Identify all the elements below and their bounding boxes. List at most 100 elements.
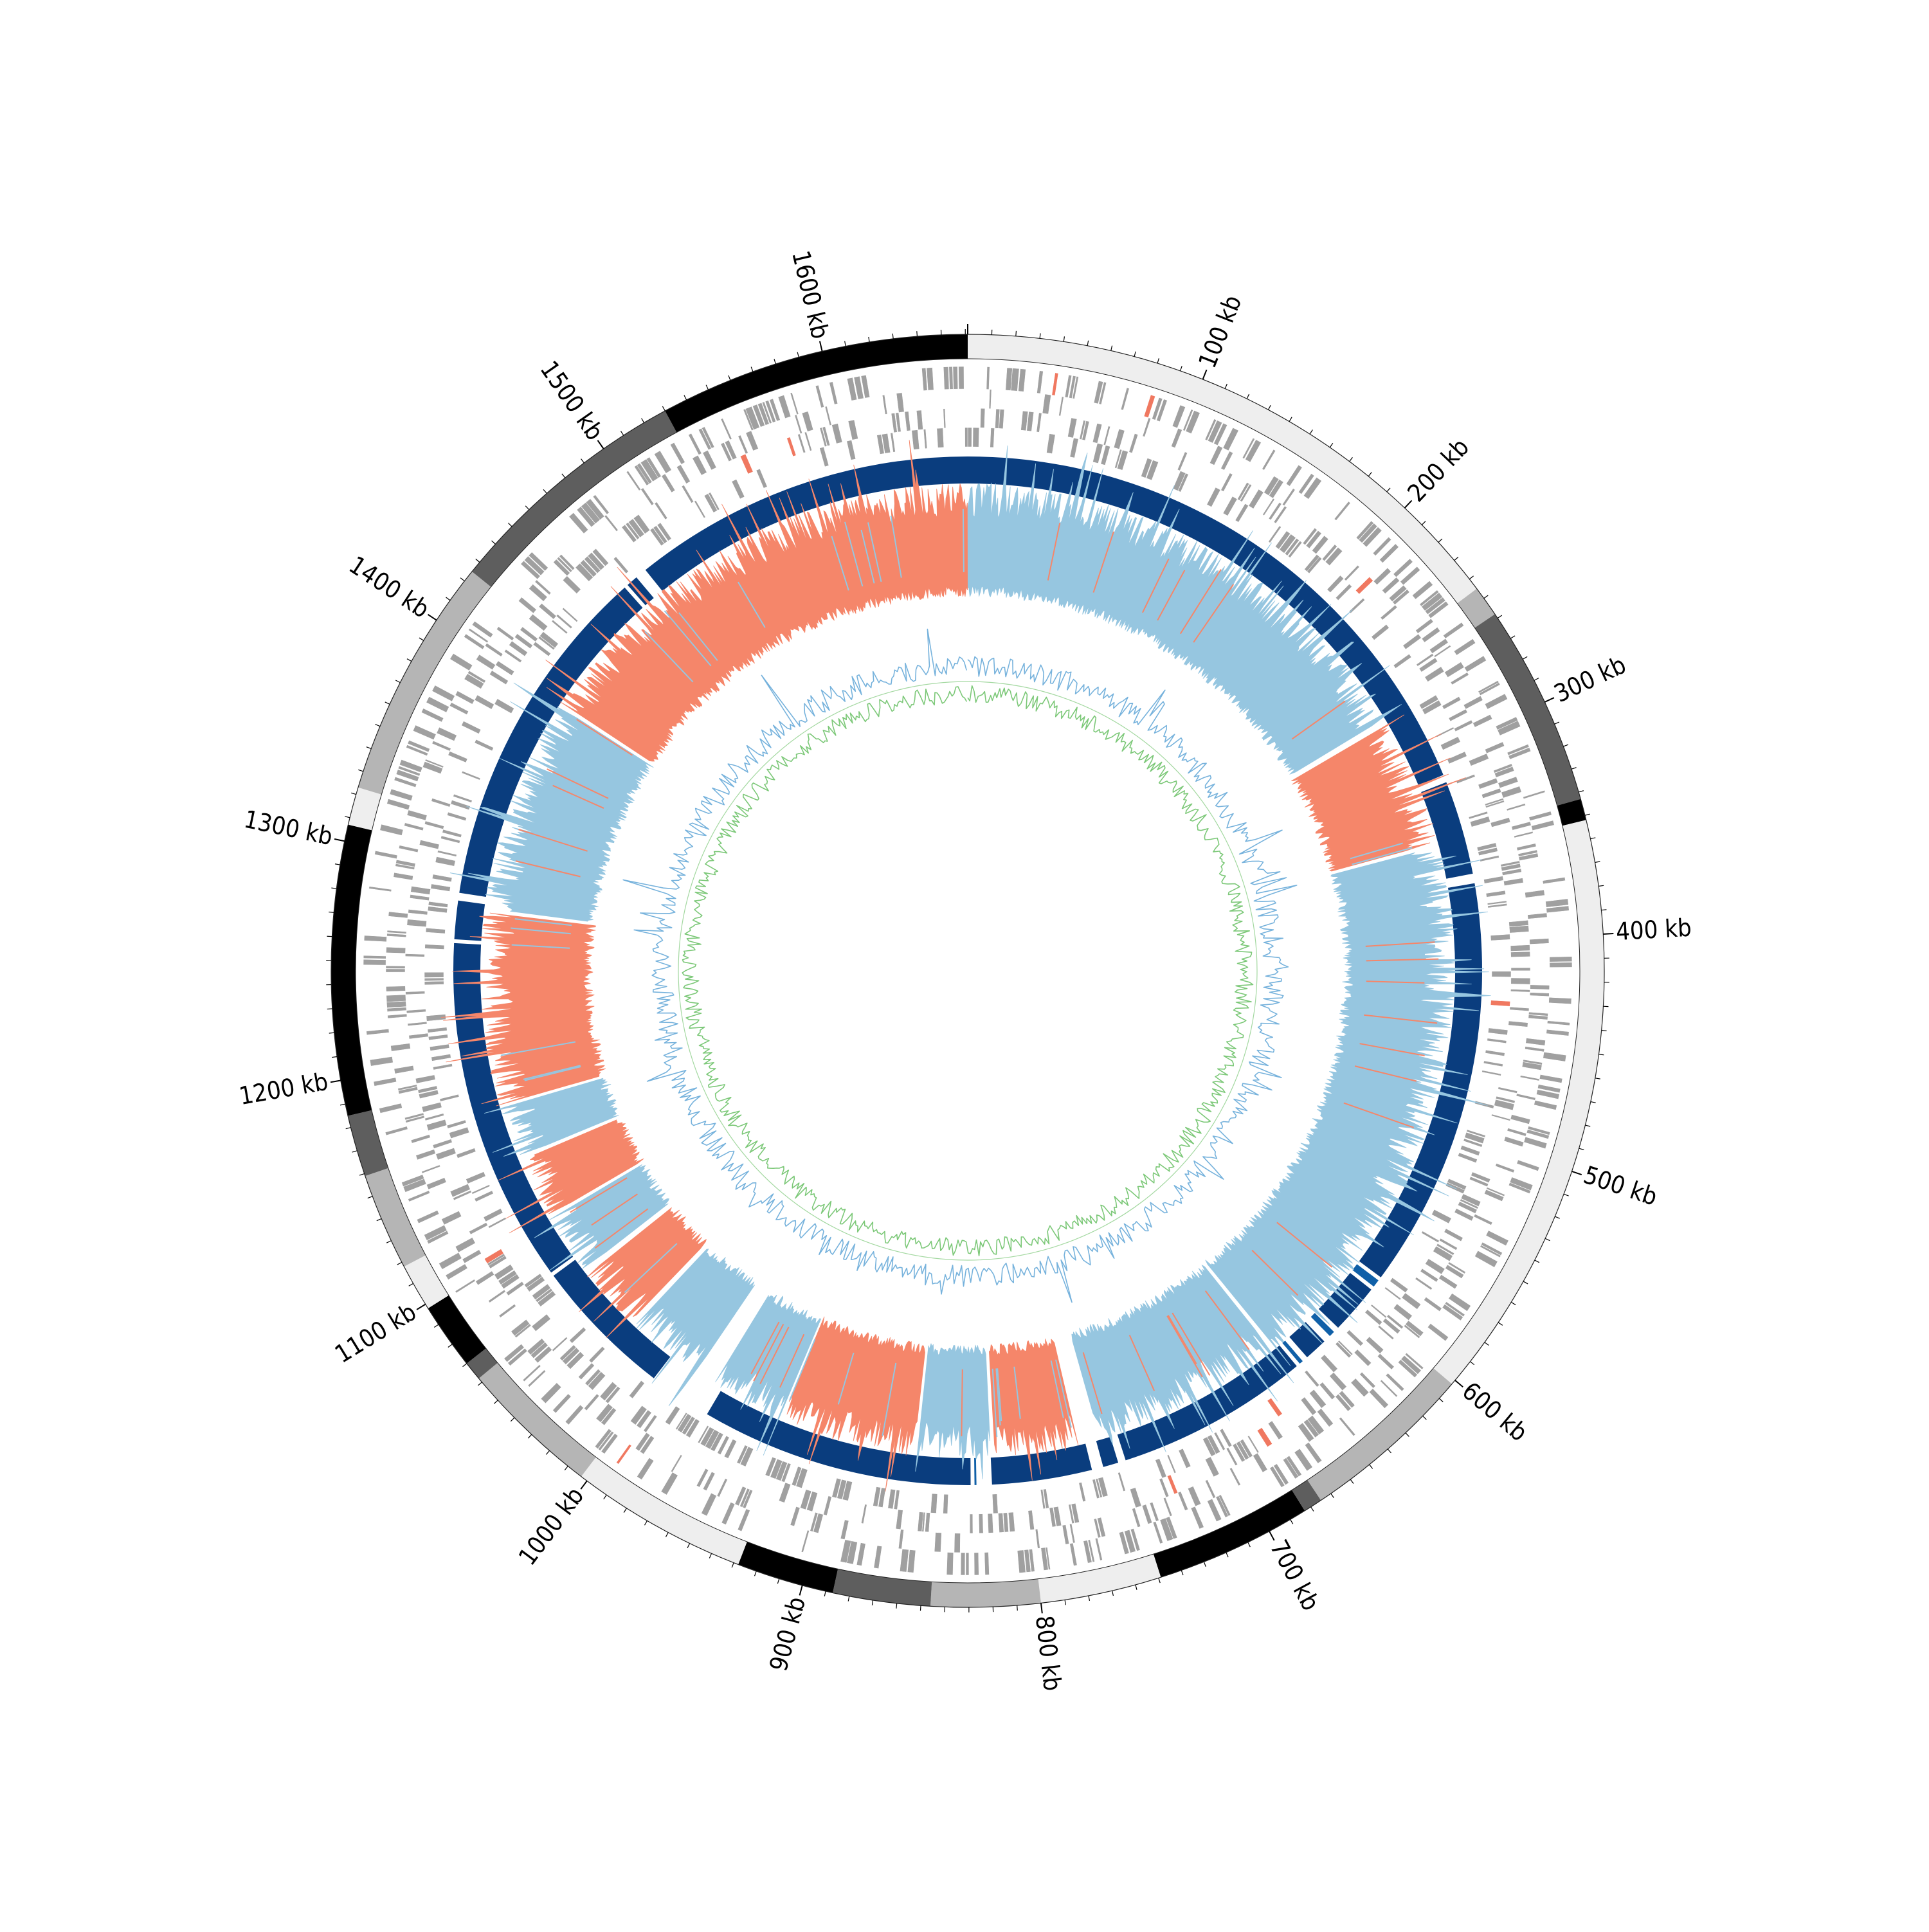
gc-content-below-line: [682, 686, 1253, 1256]
gene-feature: [407, 810, 427, 820]
gene-feature: [999, 409, 1004, 428]
gene-feature: [440, 836, 460, 844]
gene-feature: [626, 471, 640, 491]
gene-feature: [1501, 786, 1521, 798]
contig-segment: [348, 1110, 388, 1176]
minor-tick: [848, 1596, 849, 1602]
minor-tick: [1523, 656, 1527, 659]
gene-feature: [1530, 985, 1550, 989]
gene-feature: [405, 954, 424, 957]
gene-feature: [637, 1458, 654, 1479]
gene-feature: [1503, 878, 1523, 886]
gene-feature: [856, 1543, 865, 1566]
gene-feature: [428, 1034, 448, 1040]
gene-feature: [1449, 709, 1467, 721]
gene-feature: [433, 1139, 452, 1149]
gene-feature: [1235, 503, 1249, 522]
gene-feature: [1469, 754, 1489, 766]
gene-feature: [1207, 487, 1220, 507]
minor-tick: [1225, 384, 1227, 388]
gene-feature: [1178, 1492, 1188, 1511]
minor-tick: [1579, 791, 1584, 792]
synteny-block: [974, 1458, 977, 1485]
gene-feature: [1309, 1389, 1326, 1408]
gene-feature: [1172, 405, 1185, 428]
minor-tick: [1350, 457, 1353, 461]
gene-feature: [386, 1001, 406, 1007]
rna-feature: [1257, 1428, 1272, 1447]
minor-tick: [1111, 346, 1112, 351]
gene-feature: [387, 1007, 406, 1012]
minor-tick: [624, 1508, 626, 1513]
gene-feature: [1439, 1275, 1458, 1289]
gene-feature: [804, 432, 812, 451]
contig-segment: [581, 1457, 747, 1564]
major-tick: [428, 615, 436, 620]
gene-feature: [1142, 1504, 1152, 1524]
minor-tick: [409, 1283, 413, 1286]
gene-feature: [426, 697, 449, 713]
major-tick: [598, 440, 604, 449]
gene-feature: [1482, 1070, 1501, 1076]
minor-tick: [1585, 1125, 1590, 1126]
minor-tick: [434, 1324, 439, 1327]
tick-label: 1100 kb: [330, 1297, 421, 1368]
gene-feature: [1067, 418, 1076, 438]
gene-feature: [433, 1063, 452, 1070]
tick-label: 100 kb: [1193, 291, 1247, 372]
gene-feature: [417, 1211, 439, 1223]
gene-feature: [1484, 876, 1504, 884]
tick-label: 400 kb: [1615, 914, 1692, 946]
gene-feature: [1427, 1324, 1448, 1341]
gene-feature: [1345, 565, 1359, 581]
minor-tick: [346, 1128, 351, 1129]
minor-tick: [359, 1174, 365, 1176]
gene-feature: [1171, 428, 1182, 447]
gene-feature: [425, 1114, 444, 1121]
gene-feature: [946, 1552, 954, 1575]
gene-feature: [1550, 962, 1572, 968]
gene-feature: [934, 1533, 941, 1552]
gene-feature: [898, 1530, 903, 1549]
gene-feature: [1069, 1524, 1075, 1543]
gene-feature: [430, 1044, 449, 1051]
gene-feature: [968, 428, 972, 447]
gene-feature: [1539, 1074, 1562, 1083]
major-tick: [1269, 1531, 1274, 1540]
gene-feature: [1511, 968, 1530, 971]
gene-feature: [462, 1250, 481, 1263]
contig-segment: [1038, 1554, 1161, 1603]
tick-label: 500 kb: [1580, 1160, 1660, 1211]
minor-tick: [448, 1344, 452, 1348]
gene-feature: [553, 1394, 572, 1413]
gene-feature: [1480, 855, 1499, 862]
gene-feature: [455, 1279, 475, 1293]
gene-feature: [1511, 978, 1530, 984]
gene-feature: [1008, 1512, 1015, 1532]
gene-feature: [457, 1148, 476, 1159]
gene-feature: [1330, 1373, 1347, 1391]
gene-feature: [746, 431, 759, 451]
minor-tick: [494, 1400, 498, 1404]
gene-feature: [386, 947, 405, 953]
minor-tick: [824, 1591, 826, 1596]
gene-feature: [408, 1022, 427, 1025]
gene-feature: [367, 1029, 389, 1034]
minor-tick: [508, 523, 512, 527]
tick-label: 800 kb: [1030, 1614, 1067, 1692]
minor-tick: [329, 912, 334, 913]
minor-tick: [543, 489, 547, 493]
gene-feature: [388, 912, 408, 918]
minor-tick: [1331, 1494, 1334, 1498]
minor-tick: [463, 1364, 467, 1367]
gene-feature: [798, 434, 806, 453]
minor-tick: [340, 1104, 345, 1105]
gene-feature: [896, 1510, 903, 1530]
synteny-block: [1096, 1437, 1118, 1467]
gene-feature: [411, 1135, 430, 1144]
minor-tick: [332, 1056, 337, 1057]
gene-feature: [1221, 473, 1233, 492]
gene-feature: [374, 1078, 397, 1086]
minor-tick: [1087, 341, 1089, 346]
rna-feature: [1355, 577, 1373, 594]
